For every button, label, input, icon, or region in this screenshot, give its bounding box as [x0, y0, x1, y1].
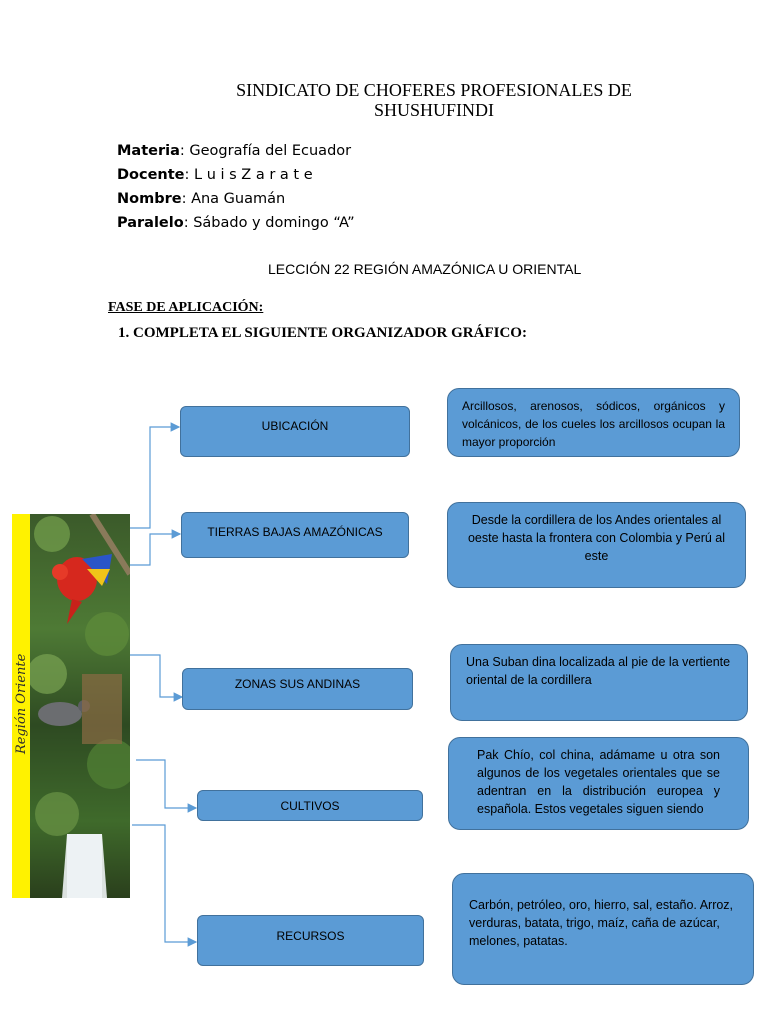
materia-value: : Geografía del Ecuador	[179, 143, 352, 159]
materia-row: Materia: Geografía del Ecuador	[117, 143, 351, 159]
cultivos-description: Pak Chío, col china, adámame u otra son …	[448, 737, 749, 830]
docente-value: : L u i s Z a r a t e	[184, 167, 313, 183]
docente-label: Docente	[117, 167, 185, 183]
paralelo-value: : Sábado y domingo “A”	[183, 215, 355, 231]
document-title-line-1: SINDICATO DE CHOFERES PROFESIONALES DE	[236, 80, 632, 100]
paralelo-label: Paralelo	[117, 215, 184, 231]
recursos-box: RECURSOS	[197, 915, 424, 966]
docente-row: Docente: L u i s Z a r a t e	[117, 167, 313, 183]
region-oriente-image: Región Oriente	[12, 512, 137, 898]
recursos-label: RECURSOS	[276, 929, 345, 943]
nombre-row: Nombre: Ana Guamán	[117, 191, 285, 207]
cultivos-label: CULTIVOS	[280, 798, 340, 813]
ubicacion-box: UBICACIÓN	[180, 406, 410, 457]
tierras-bajas-box: TIERRAS BAJAS AMAZÓNICAS	[181, 512, 409, 558]
recursos-description: Carbón, petróleo, oro, hierro, sal, esta…	[452, 873, 754, 985]
ubicacion-description: Arcillosos, arenosos, sódicos, orgánicos…	[447, 388, 740, 457]
fase-heading: FASE DE APLICACIÓN:	[108, 300, 264, 315]
document-title-line-2: SHUSHUFINDI	[373, 100, 494, 120]
zonas-subandinas-box: ZONAS SUS ANDINAS	[182, 668, 413, 710]
zonas-subandinas-label: ZONAS SUS ANDINAS	[234, 677, 361, 691]
ubicacion-label: UBICACIÓN	[261, 419, 329, 433]
lesson-title: LECCIÓN 22 REGIÓN AMAZÓNICA U ORIENTAL	[268, 261, 582, 277]
zonas-subandinas-description: Una Suban dina localizada al pie de la v…	[450, 644, 748, 721]
materia-label: Materia	[117, 143, 180, 159]
tierras-bajas-description: Desde la cordillera de los Andes orienta…	[447, 502, 746, 588]
paralelo-row: Paralelo: Sábado y domingo “A”	[117, 215, 355, 231]
nombre-value: : Ana Guamán	[181, 191, 286, 207]
nombre-label: Nombre	[117, 191, 182, 207]
region-banner-text: Región Oriente	[14, 653, 29, 755]
instruction-heading: 1. COMPLETA EL SIGUIENTE ORGANIZADOR GRÁ…	[118, 325, 527, 341]
cultivos-box: CULTIVOS	[197, 790, 423, 821]
tierras-bajas-label: TIERRAS BAJAS AMAZÓNICAS	[207, 525, 383, 539]
